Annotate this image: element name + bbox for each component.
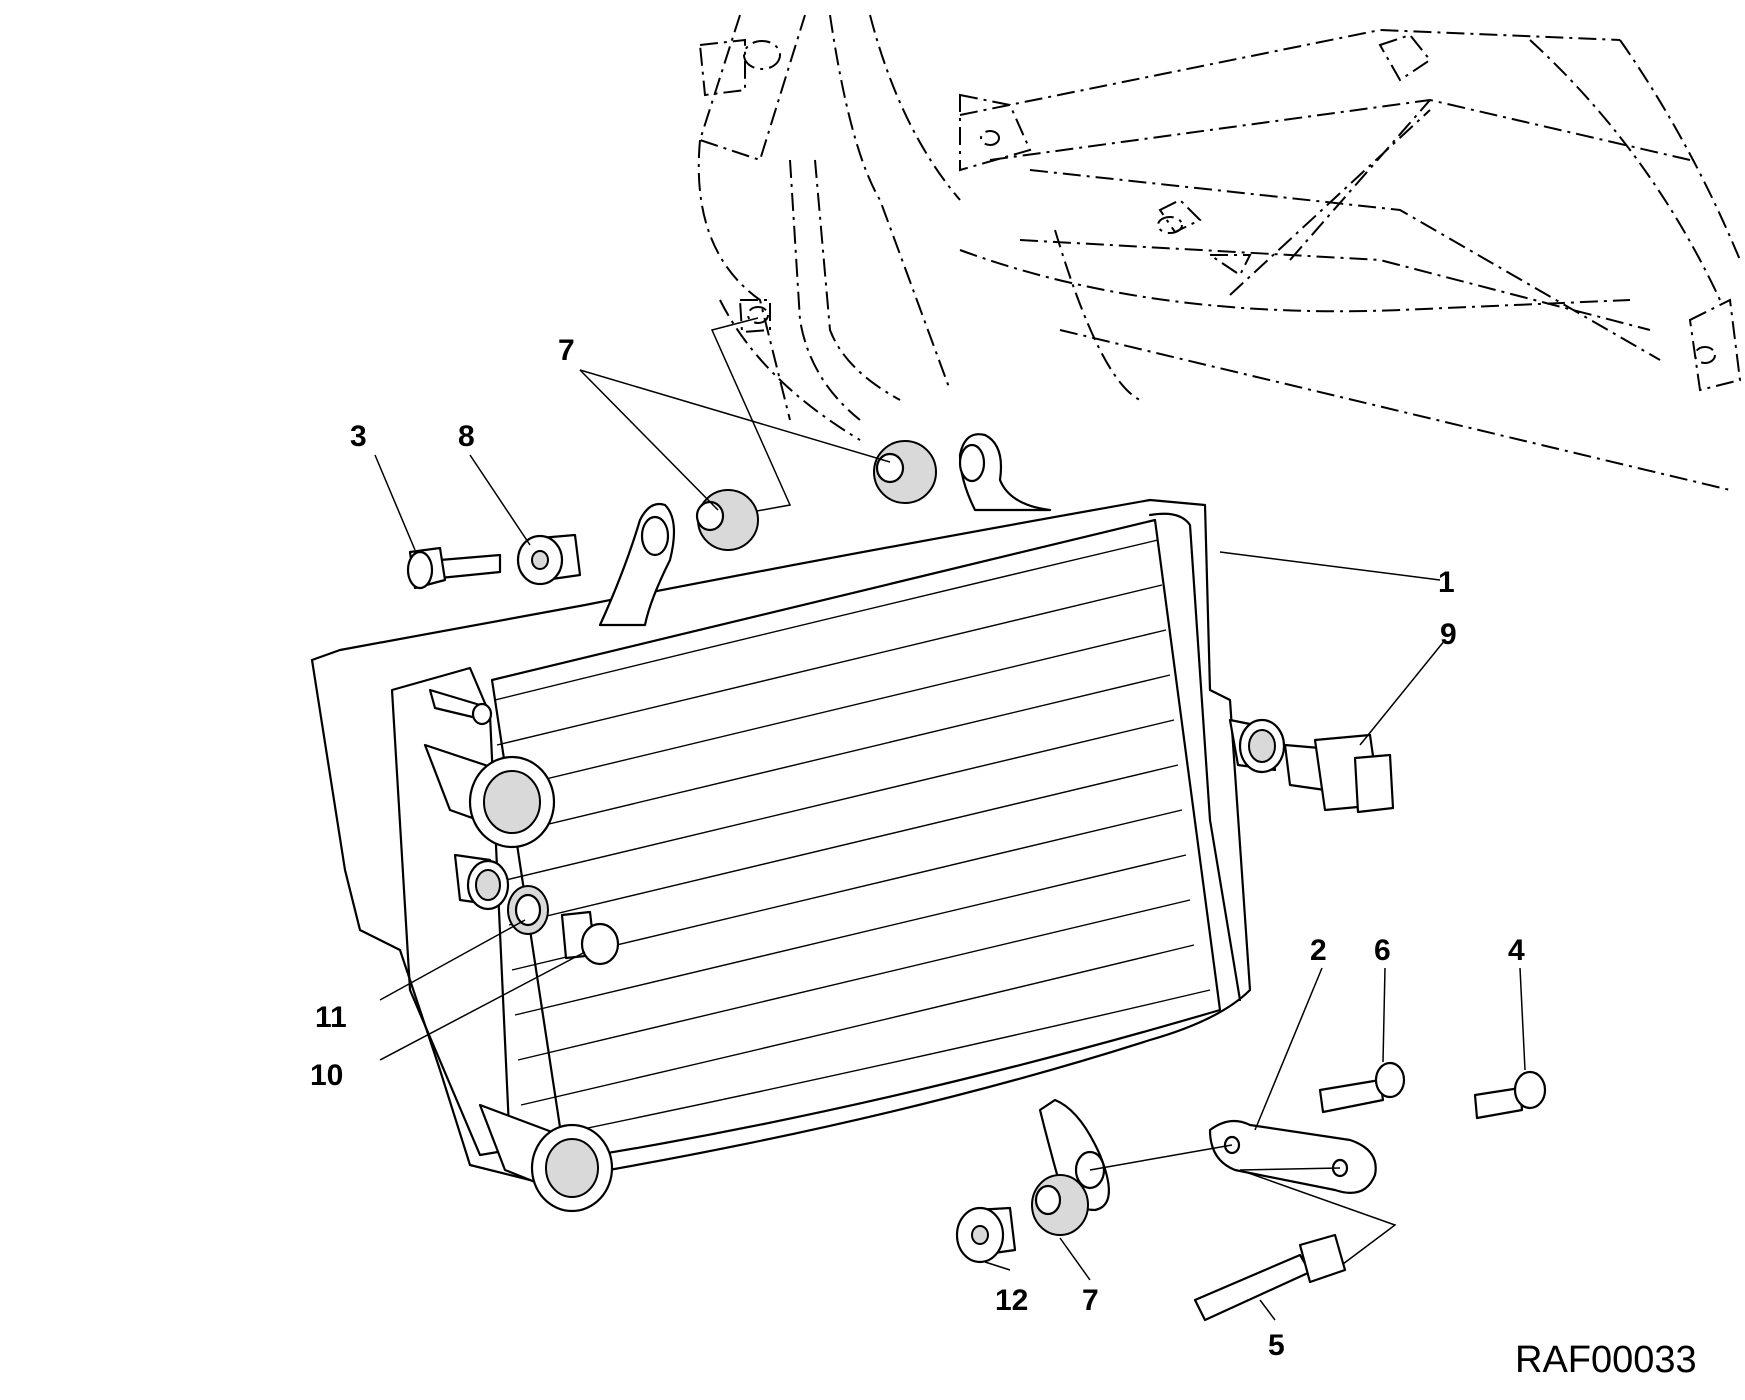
- leader-lines: [374, 369, 1526, 1321]
- rubber-grommet-7-upper-right: [873, 440, 937, 504]
- callout-10: 10: [310, 1059, 343, 1092]
- callout-6: 6: [1374, 934, 1391, 967]
- cooling-fins: [494, 539, 1211, 1141]
- alignment-lines: [710, 317, 1397, 1271]
- callout-7-upper: 7: [558, 334, 575, 367]
- callout-labels: 1 2 3 4 5 6 7 7 8 9 10 11 12: [310, 334, 1525, 1362]
- diagram-reference-code: RAF00033: [1515, 1339, 1697, 1381]
- callout-8: 8: [458, 420, 475, 453]
- drain-plug-10: [560, 910, 620, 966]
- bolt-3: [406, 546, 502, 590]
- spacer-8: [516, 533, 582, 586]
- bolt-6: [1318, 1061, 1406, 1114]
- callout-5: 5: [1268, 1329, 1285, 1362]
- callout-12: 12: [995, 1284, 1028, 1317]
- long-bolt-5: [1193, 1233, 1347, 1322]
- link-plate-2: [1208, 1119, 1377, 1194]
- callout-2: 2: [1310, 934, 1327, 967]
- callout-1: 1: [1438, 566, 1455, 599]
- rubber-grommet-7-lower: [1031, 1174, 1089, 1236]
- callout-4: 4: [1508, 934, 1525, 967]
- oil-cooler-radiator: [310, 433, 1286, 1213]
- o-ring-11: [507, 885, 549, 935]
- callout-9: 9: [1440, 618, 1457, 651]
- callout-3: 3: [350, 420, 367, 453]
- spacer-12: [955, 1206, 1017, 1264]
- temperature-sensor-9: [1283, 733, 1395, 814]
- bolt-4: [1473, 1070, 1547, 1120]
- callout-7-lower: 7: [1082, 1284, 1099, 1317]
- callout-11: 11: [315, 1001, 347, 1034]
- frame-phantom-lines: [697, 14, 1742, 491]
